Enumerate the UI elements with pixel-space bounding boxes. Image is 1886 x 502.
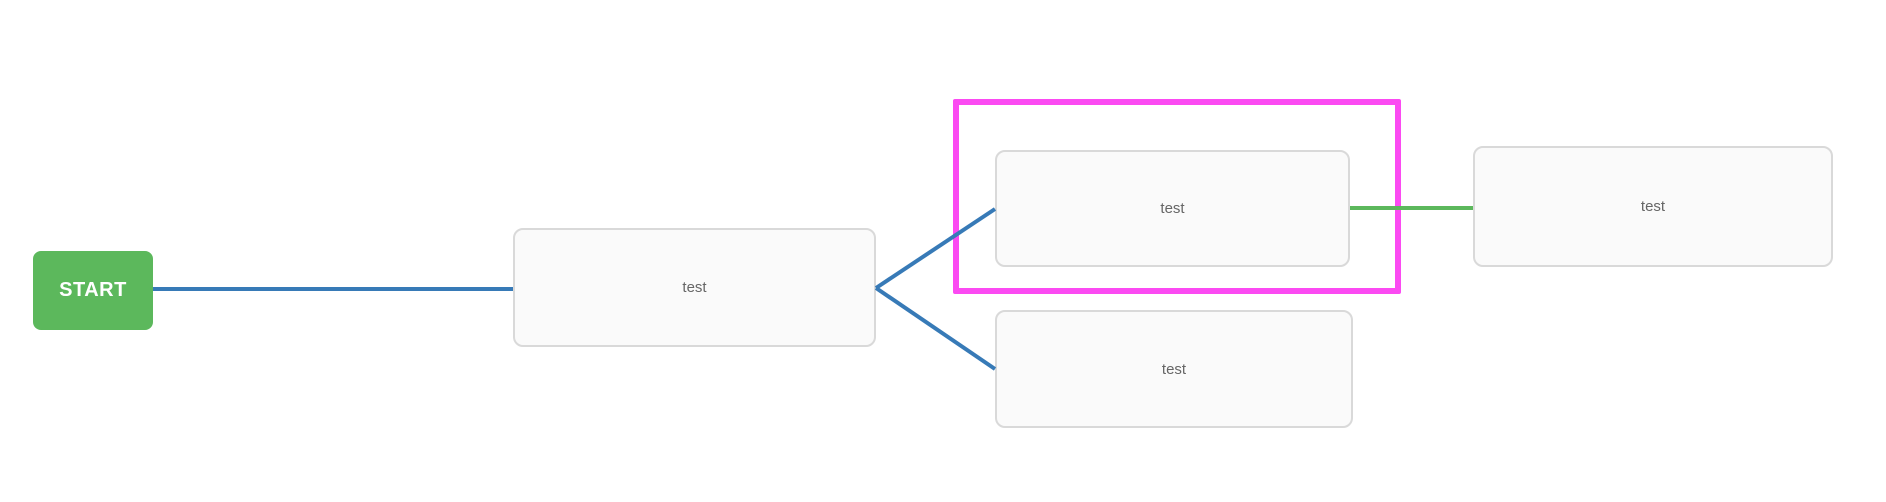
task-node-1[interactable]: test [513,228,876,347]
edge-node1-to-node3 [874,286,997,371]
task-node-1-label: test [682,279,707,296]
task-node-3[interactable]: test [995,310,1353,428]
task-node-2-selected[interactable]: test [995,150,1350,267]
start-node[interactable]: START [33,251,153,330]
task-node-4-label: test [1640,198,1666,215]
start-node-label: START [59,279,127,301]
task-node-4[interactable]: test [1473,146,1833,267]
task-node-3-label: test [1161,360,1187,378]
task-node-2-label: test [1160,200,1185,217]
selection-highlight [953,99,1401,294]
